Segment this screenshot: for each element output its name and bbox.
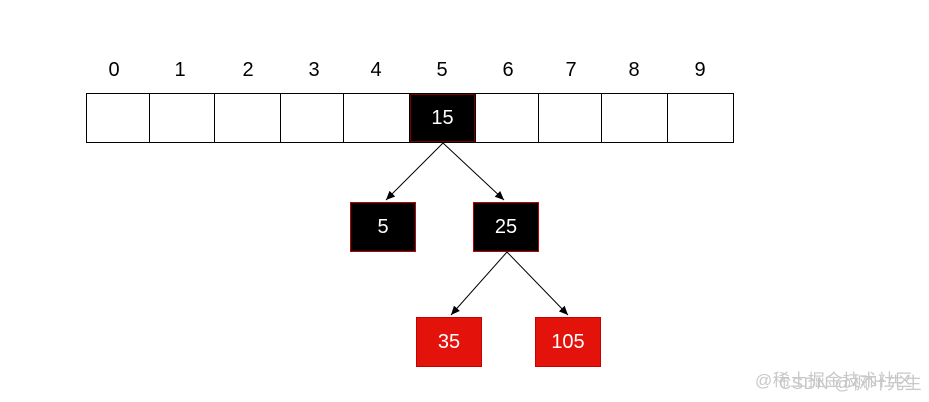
array-cell-1 [149,93,215,143]
edge-25-to-105 [506,251,569,316]
edge-15-to-25 [442,142,505,201]
index-label-4: 4 [370,59,382,81]
tree-node-5: 5 [350,202,416,252]
index-label-7: 7 [565,59,577,81]
watermark-text-a: @稀土掘金技术社区 [755,371,913,390]
tree-node-105: 105 [535,317,601,367]
index-label-8: 8 [628,59,640,81]
array-cell-7 [538,93,602,143]
array-cell-8 [601,93,668,143]
array-cell-5: 15 [409,93,476,143]
index-label-3: 3 [308,59,320,81]
array-cell-0 [86,93,150,143]
index-label-6: 6 [502,59,514,81]
array-cell-6 [475,93,539,143]
index-label-5: 5 [436,59,448,81]
tree-node-35: 35 [416,317,482,367]
edge-15-to-5 [385,142,444,201]
tree-node-25: 25 [473,202,539,252]
watermark: @稀土掘金技术社区 CSDN @枫叶先生 [755,366,922,393]
index-label-1: 1 [174,59,186,81]
array-cell-9 [667,93,734,143]
index-label-9: 9 [694,59,706,81]
edge-25-to-35 [450,251,508,316]
index-label-2: 2 [242,59,254,81]
array-cell-3 [280,93,344,143]
watermark-text-b: CSDN @枫叶先生 [779,374,923,393]
index-label-0: 0 [108,59,120,81]
array-cell-2 [214,93,281,143]
array-cell-4 [343,93,410,143]
